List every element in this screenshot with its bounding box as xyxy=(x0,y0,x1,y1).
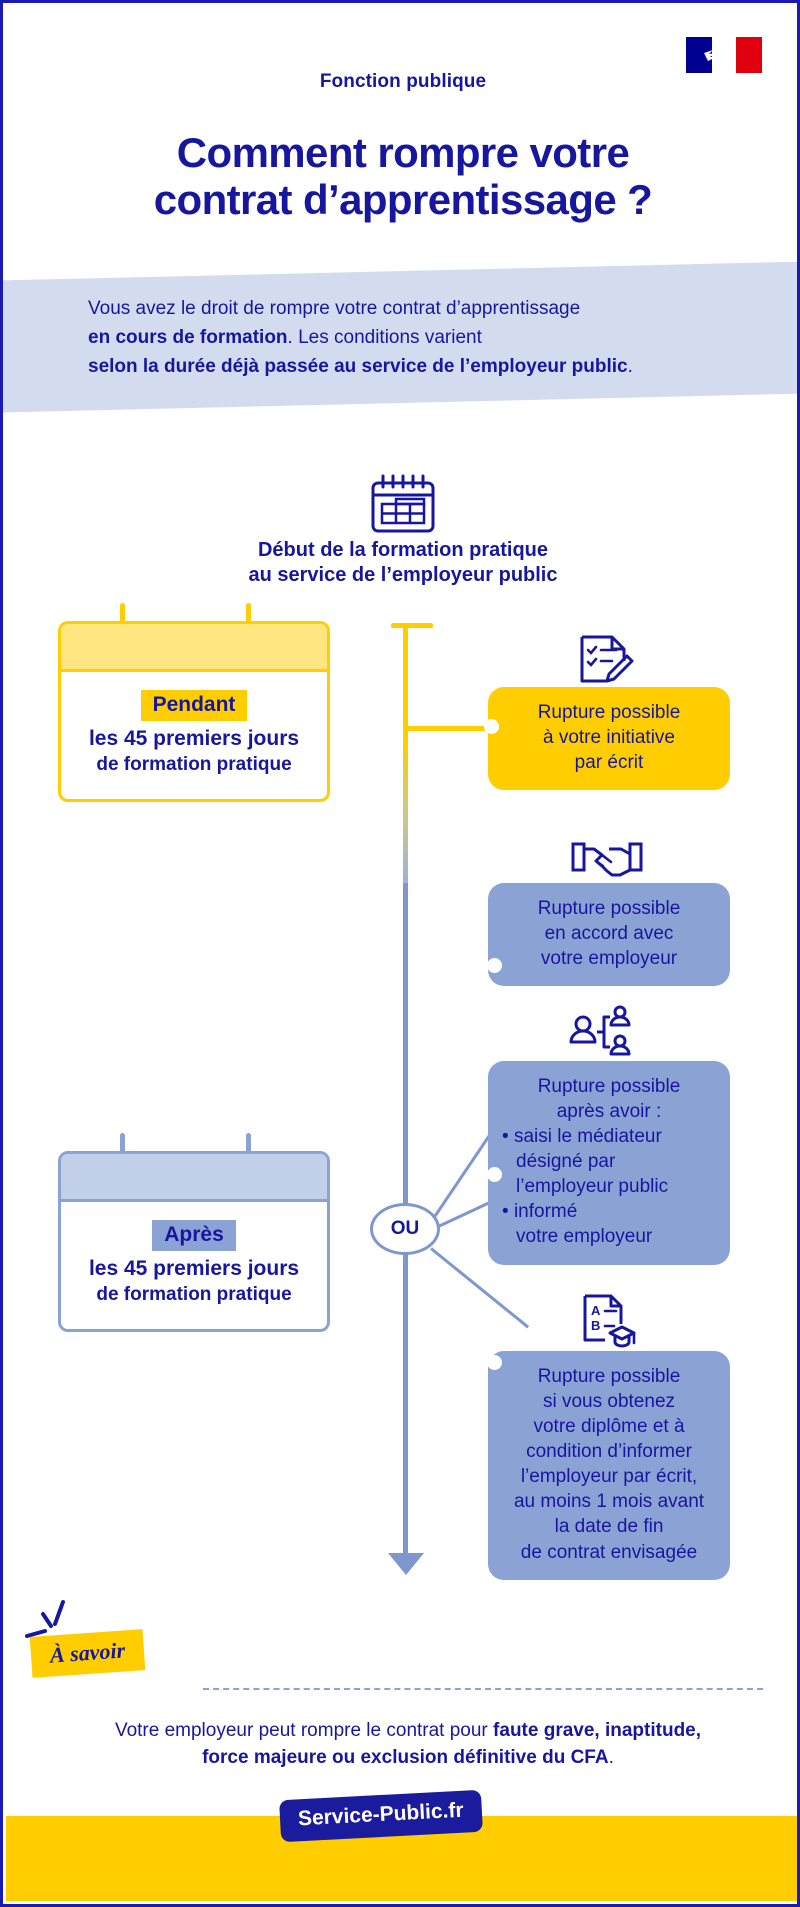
timeline-line-yellow xyxy=(403,623,408,885)
handshake-icon xyxy=(571,842,643,877)
outcome-bullet-line: l’employeur public xyxy=(516,1176,669,1198)
period-card-content: Pendant les 45 premiers jours de formati… xyxy=(61,672,327,799)
outcome-line: Rupture possible xyxy=(537,1076,681,1097)
page-title-line2: contrat d’apprentissage ? xyxy=(153,176,653,224)
or-junction-node: OU xyxy=(370,1203,440,1255)
outcome-bubble-mediateur: Rupture possible après avoir : • saisi l… xyxy=(488,1061,730,1265)
outcome-line: votre employeur xyxy=(540,948,678,970)
intro-line-3-plain: . xyxy=(627,355,633,377)
outcome-line: Rupture possible xyxy=(537,1366,681,1387)
outcome-line: Rupture possible xyxy=(537,898,681,919)
connector-anchor-diplome xyxy=(487,1355,502,1370)
outcome-line: par écrit xyxy=(574,752,644,774)
period-card-body: Pendant les 45 premiers jours de formati… xyxy=(58,621,330,803)
mediator-people-icon xyxy=(569,1005,631,1056)
period-line2-pendant: de formation pratique xyxy=(96,753,292,775)
period-tag-pendant: Pendant xyxy=(140,690,248,722)
outcome-line: Rupture possible xyxy=(537,702,681,723)
outcome-bullet-line: votre employeur xyxy=(516,1226,653,1248)
marianne-icon xyxy=(703,41,732,68)
intro-banner: Vous avez le droit de rompre votre contr… xyxy=(3,261,797,413)
period-card-body: Après les 45 premiers jours de formation… xyxy=(58,1151,330,1333)
outcome-bubble-accord: Rupture possible en accord avec votre em… xyxy=(488,883,730,987)
calendar-header-strip xyxy=(61,1154,327,1202)
outcome-bullet-line: informé xyxy=(513,1201,578,1223)
period-line1-apres: les 45 premiers jours xyxy=(88,1257,300,1281)
sparkle-icon xyxy=(25,1600,65,1638)
page-title: Comment rompre votre contrat d’apprentis… xyxy=(3,129,797,224)
outcome-line: au moins 1 mois avant xyxy=(513,1491,705,1513)
calendar-icon xyxy=(371,474,435,533)
section-title: Début de la formation pratique au servic… xyxy=(153,538,653,588)
page-title-line1: Comment rompre votre xyxy=(176,129,630,176)
outcome-line: condition d’informer xyxy=(526,1441,692,1463)
connector-anchor-initiative xyxy=(484,719,499,734)
outcome-line: à votre initiative xyxy=(542,727,675,749)
calendar-header-strip xyxy=(61,624,327,672)
note-text: Votre employeur peut rompre le contrat p… xyxy=(98,1718,718,1772)
outcome-bullet-1: • saisi le médiateur désigné par l’emplo… xyxy=(502,1124,716,1199)
connector-anchor-mediateur xyxy=(487,1167,502,1182)
note-divider xyxy=(203,1688,763,1690)
intro-line-1: Vous avez le droit de rompre votre contr… xyxy=(88,298,581,319)
svg-text:B: B xyxy=(591,1318,600,1333)
outcome-bullet-2: • informé votre employeur xyxy=(502,1199,716,1249)
section-title-line1: Début de la formation pratique xyxy=(257,539,549,561)
outcome-line: votre diplôme et à xyxy=(533,1416,685,1438)
intro-line-2-plain: . Les conditions varient xyxy=(287,326,482,348)
flag-white-band xyxy=(703,37,737,73)
intro-banner-text: Vous avez le droit de rompre votre contr… xyxy=(88,295,748,382)
checklist-pen-icon xyxy=(580,635,634,683)
or-junction-label: OU xyxy=(390,1218,420,1239)
bullet-marker: • xyxy=(502,1126,514,1148)
diploma-document-icon: A B xyxy=(583,1294,636,1348)
section-title-line2: au service de l’employeur public xyxy=(248,564,558,586)
period-card-content: Après les 45 premiers jours de formation… xyxy=(61,1202,327,1329)
note-text-plain-1: Votre employeur peut rompre le contrat p… xyxy=(114,1720,494,1741)
flag-red-band xyxy=(736,37,762,73)
outcome-line: l’employeur par écrit, xyxy=(520,1466,698,1488)
period-line2-apres: de formation pratique xyxy=(96,1283,292,1305)
outcome-bubble-initiative: Rupture possible à votre initiative par … xyxy=(488,687,730,791)
period-card-apres: Après les 45 premiers jours de formation… xyxy=(58,1133,330,1333)
french-flag-icon xyxy=(686,37,762,73)
period-card-pendant: Pendant les 45 premiers jours de formati… xyxy=(58,603,330,803)
note-badge: À savoir xyxy=(29,1629,146,1678)
timeline-arrow-icon xyxy=(388,1553,424,1575)
note-text-bold: faute grave, inaptitude, force majeure o… xyxy=(202,1720,702,1768)
outcome-bullet-line: saisi le médiateur xyxy=(513,1126,662,1148)
period-line1-pendant: les 45 premiers jours xyxy=(88,727,300,751)
intro-line-2-bold: en cours de formation xyxy=(88,326,288,348)
timeline-start-bar xyxy=(391,623,433,628)
period-tag-apres: Après xyxy=(152,1220,236,1252)
outcome-line: après avoir : xyxy=(556,1101,662,1123)
svg-text:A: A xyxy=(591,1303,601,1318)
outcome-line: en accord avec xyxy=(544,923,674,945)
connector-anchor-accord xyxy=(487,958,502,973)
timeline-branch-initiative xyxy=(405,726,491,731)
outcome-line: la date de fin xyxy=(554,1516,664,1538)
outcome-line: de contrat envisagée xyxy=(520,1541,698,1563)
intro-line-3-bold: selon la durée déjà passée au service de… xyxy=(88,355,628,377)
outcome-bubble-diplome: Rupture possible si vous obtenez votre d… xyxy=(488,1351,730,1580)
eyebrow-label: Fonction publique xyxy=(319,71,487,92)
bullet-marker: • xyxy=(502,1201,514,1223)
note-text-plain-2: . xyxy=(608,1746,614,1768)
outcome-line: si vous obtenez xyxy=(542,1391,676,1413)
outcome-bullet-line: désigné par xyxy=(516,1151,616,1173)
